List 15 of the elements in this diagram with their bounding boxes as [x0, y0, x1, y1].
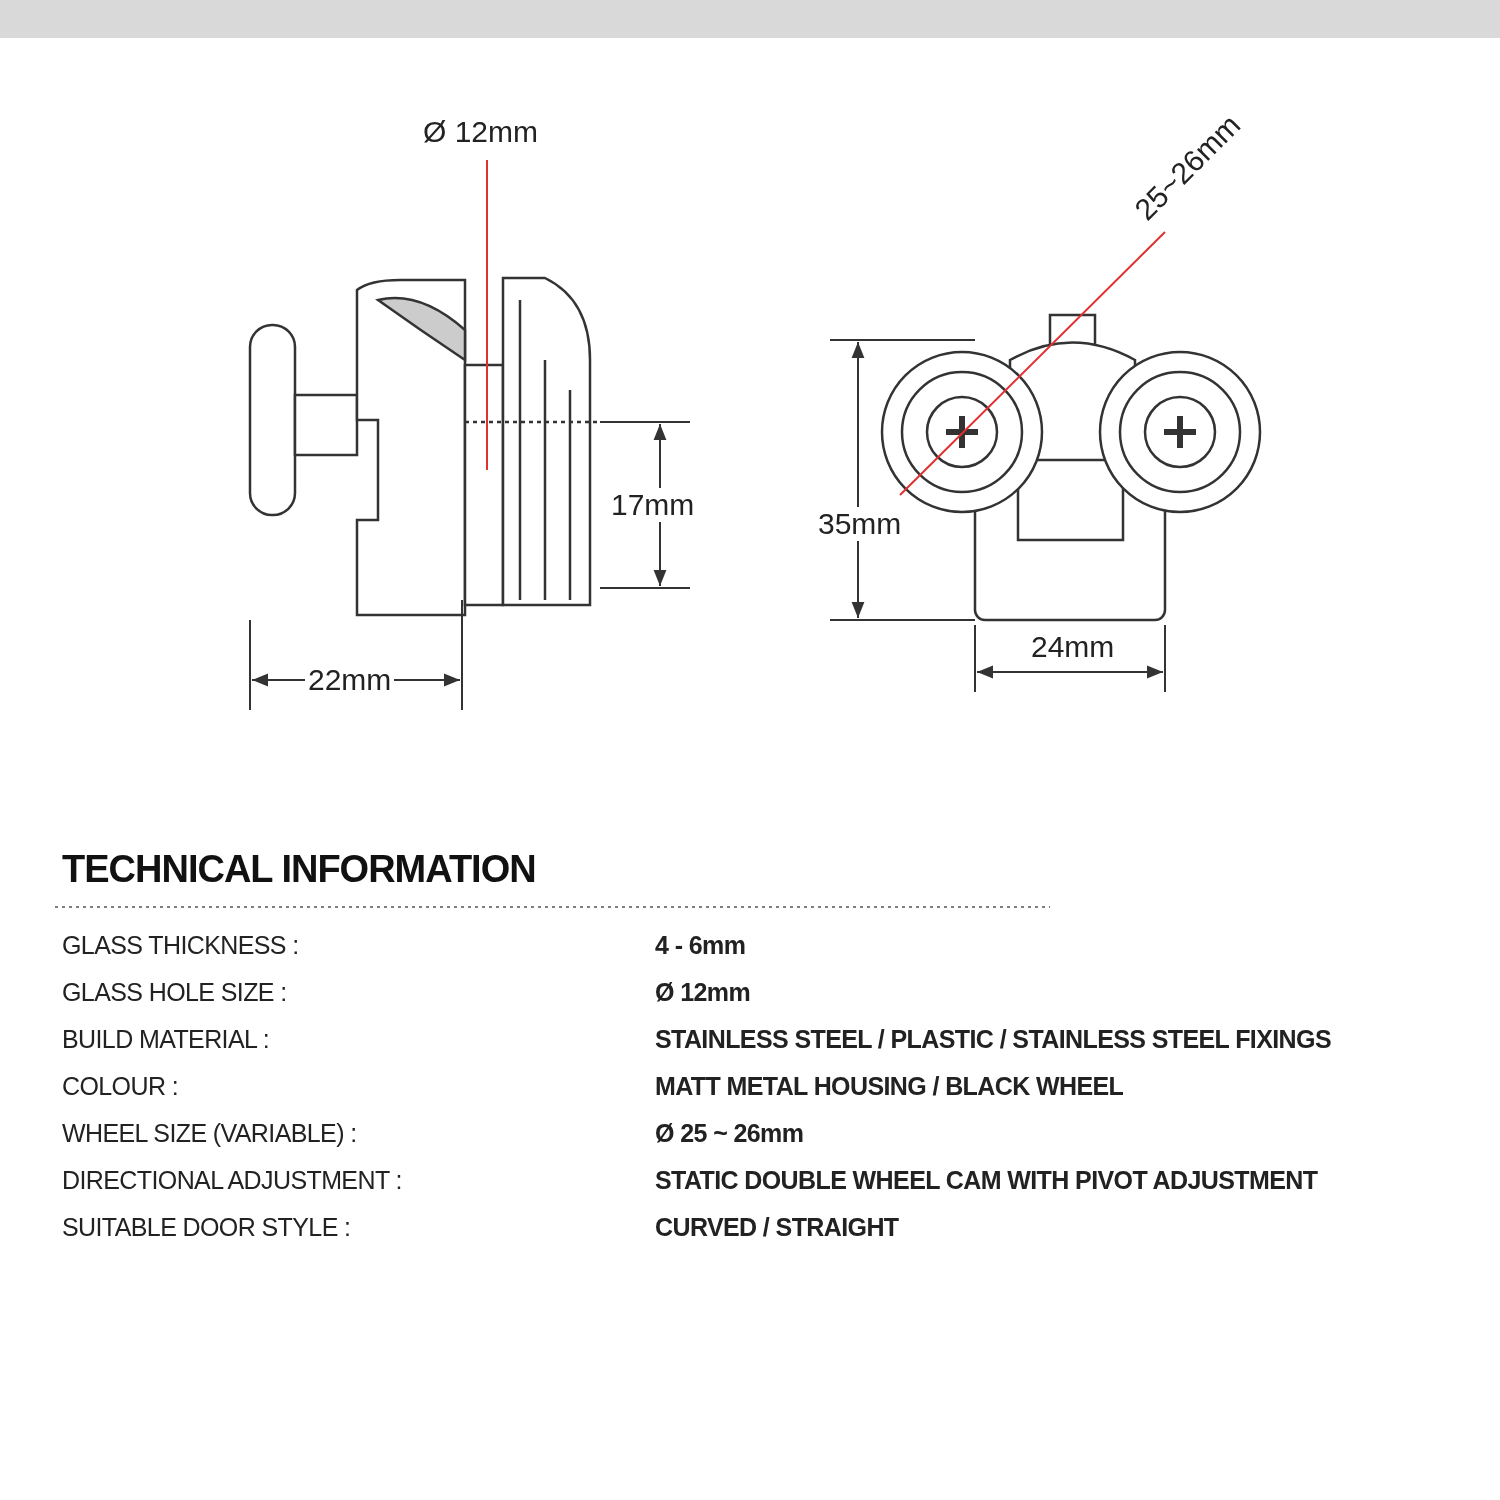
spec-name: WHEEL SIZE (VARIABLE) : [62, 1118, 357, 1148]
spec-name: COLOUR : [62, 1071, 179, 1101]
spec-value: 4 - 6mm [655, 930, 746, 960]
spec-value: Ø 12mm [655, 977, 751, 1007]
spec-value: CURVED / STRAIGHT [655, 1212, 899, 1242]
spec-name: SUITABLE DOOR STYLE : [62, 1212, 351, 1242]
spec-name: BUILD MATERIAL : [62, 1024, 270, 1054]
spec-value: STAINLESS STEEL / PLASTIC / STAINLESS STEEL FIXINGS [655, 1024, 1331, 1054]
spec-value: STATIC DOUBLE WHEEL CAM WITH PIVOT ADJUSTMENT [655, 1165, 1318, 1195]
section-title: TECHNICAL INFORMATION [62, 848, 536, 891]
spec-name: GLASS HOLE SIZE : [62, 977, 287, 1007]
spec-name: DIRECTIONAL ADJUSTMENT : [62, 1165, 402, 1195]
spec-value: MATT METAL HOUSING / BLACK WHEEL [655, 1071, 1124, 1101]
spec-name: GLASS THICKNESS : [62, 930, 299, 960]
spec-value: Ø 25 ~ 26mm [655, 1118, 804, 1148]
